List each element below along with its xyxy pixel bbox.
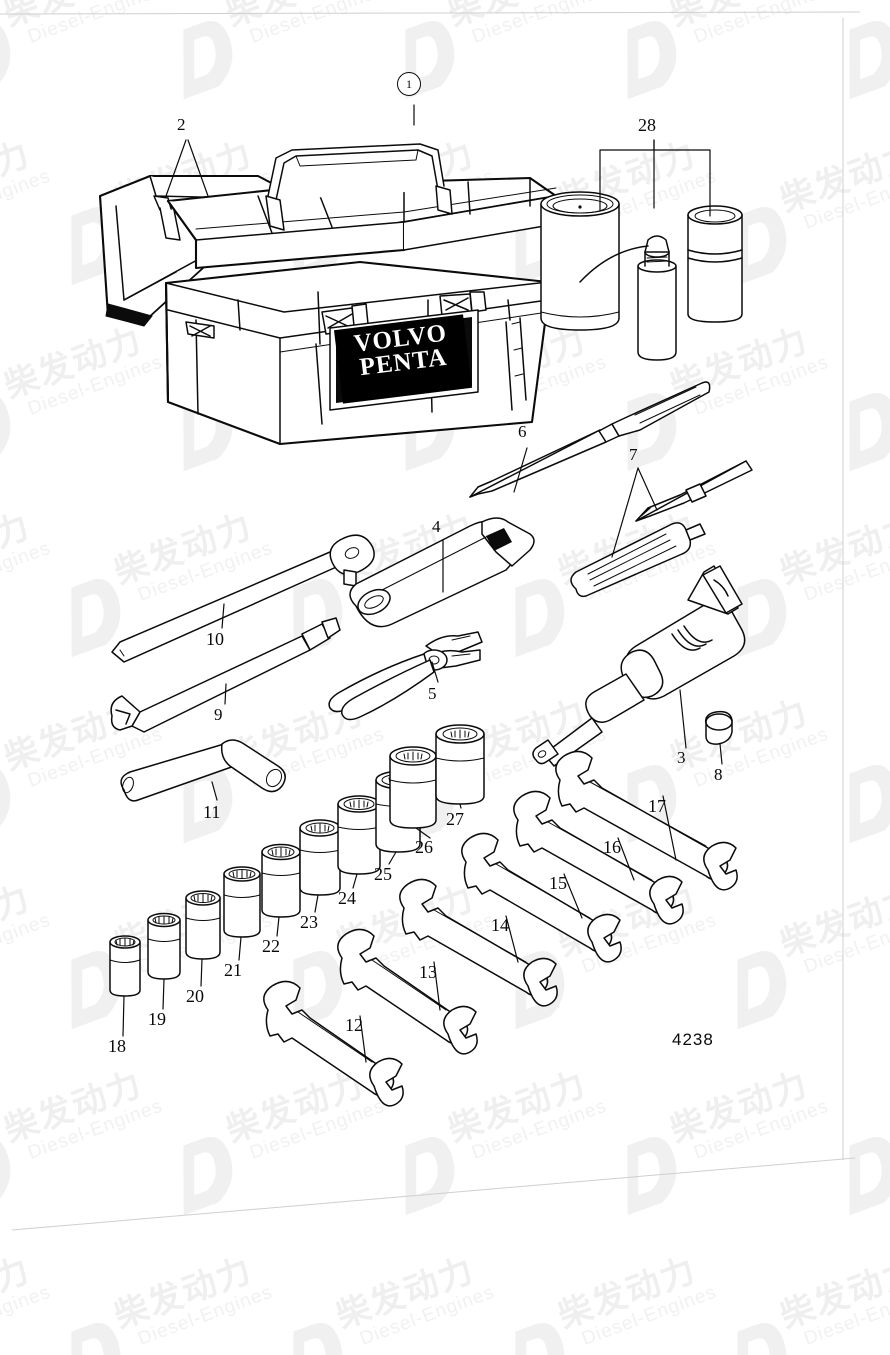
volvo-penta-badge: VOLVO PENTA bbox=[333, 314, 473, 404]
callout-20[interactable]: 20 bbox=[186, 986, 204, 1006]
callout-15[interactable]: 15 bbox=[549, 873, 567, 893]
leader-lines bbox=[122, 104, 723, 1063]
callout-23[interactable]: 23 bbox=[300, 912, 318, 932]
socket-19 bbox=[147, 912, 181, 980]
grease-gun-3 bbox=[532, 565, 746, 767]
hex-key-11 bbox=[120, 739, 286, 802]
tool-box-tray bbox=[166, 176, 558, 270]
open-end-spanner-12 bbox=[263, 980, 404, 1107]
callout-14[interactable]: 14 bbox=[491, 915, 509, 935]
socket-27 bbox=[435, 724, 485, 805]
callout-26[interactable]: 26 bbox=[415, 837, 433, 857]
callout-6[interactable]: 6 bbox=[518, 422, 527, 441]
callout-5[interactable]: 5 bbox=[428, 684, 437, 703]
callout-24[interactable]: 24 bbox=[338, 888, 356, 908]
open-end-spanner-13 bbox=[337, 928, 478, 1055]
callout-8[interactable]: 8 bbox=[714, 765, 723, 784]
callout-21[interactable]: 21 bbox=[224, 960, 242, 980]
callout-11[interactable]: 11 bbox=[203, 802, 221, 822]
callout-4[interactable]: 4 bbox=[432, 517, 441, 536]
ring-spanner-4 bbox=[349, 517, 535, 628]
screwdriver-7-phillips bbox=[635, 460, 753, 522]
open-end-spanner-16 bbox=[513, 790, 684, 925]
figure-number: 4238 bbox=[672, 1030, 714, 1049]
socket-18 bbox=[109, 935, 141, 997]
callout-7[interactable]: 7 bbox=[629, 445, 638, 464]
paint-can bbox=[540, 191, 620, 331]
spray-can bbox=[579, 235, 677, 361]
callout-9[interactable]: 9 bbox=[214, 705, 223, 724]
open-end-spanner-15 bbox=[461, 832, 622, 963]
cylinder-can bbox=[687, 205, 743, 323]
callout-3[interactable]: 3 bbox=[677, 748, 686, 767]
socket-23 bbox=[299, 819, 341, 896]
callout-28[interactable]: 28 bbox=[638, 115, 656, 135]
grease-gun-cap-8 bbox=[704, 710, 733, 745]
pliers-5 bbox=[328, 631, 483, 721]
callout-10[interactable]: 10 bbox=[206, 629, 224, 649]
socket-20 bbox=[185, 890, 221, 960]
callout-12[interactable]: 12 bbox=[345, 1015, 363, 1035]
tool-box-handle bbox=[265, 143, 453, 231]
socket-26 bbox=[389, 746, 437, 829]
callout-13[interactable]: 13 bbox=[419, 962, 437, 982]
callout-17[interactable]: 17 bbox=[648, 796, 666, 816]
callout-1[interactable]: 1 bbox=[397, 72, 421, 96]
callout-22[interactable]: 22 bbox=[262, 936, 280, 956]
callout-16[interactable]: 16 bbox=[603, 837, 621, 857]
socket-21 bbox=[223, 866, 261, 938]
callout-18[interactable]: 18 bbox=[108, 1036, 126, 1056]
callout-2[interactable]: 2 bbox=[177, 115, 186, 134]
callout-27[interactable]: 27 bbox=[446, 809, 464, 829]
socket-24 bbox=[337, 795, 381, 875]
callout-19[interactable]: 19 bbox=[148, 1009, 166, 1029]
screwdriver-7-flat bbox=[570, 522, 706, 598]
ratchet-handle-10 bbox=[111, 534, 375, 663]
spanner-set bbox=[263, 750, 738, 1107]
callout-25[interactable]: 25 bbox=[374, 864, 392, 884]
socket-22 bbox=[261, 843, 301, 918]
paint-and-spray-cans bbox=[540, 191, 743, 361]
